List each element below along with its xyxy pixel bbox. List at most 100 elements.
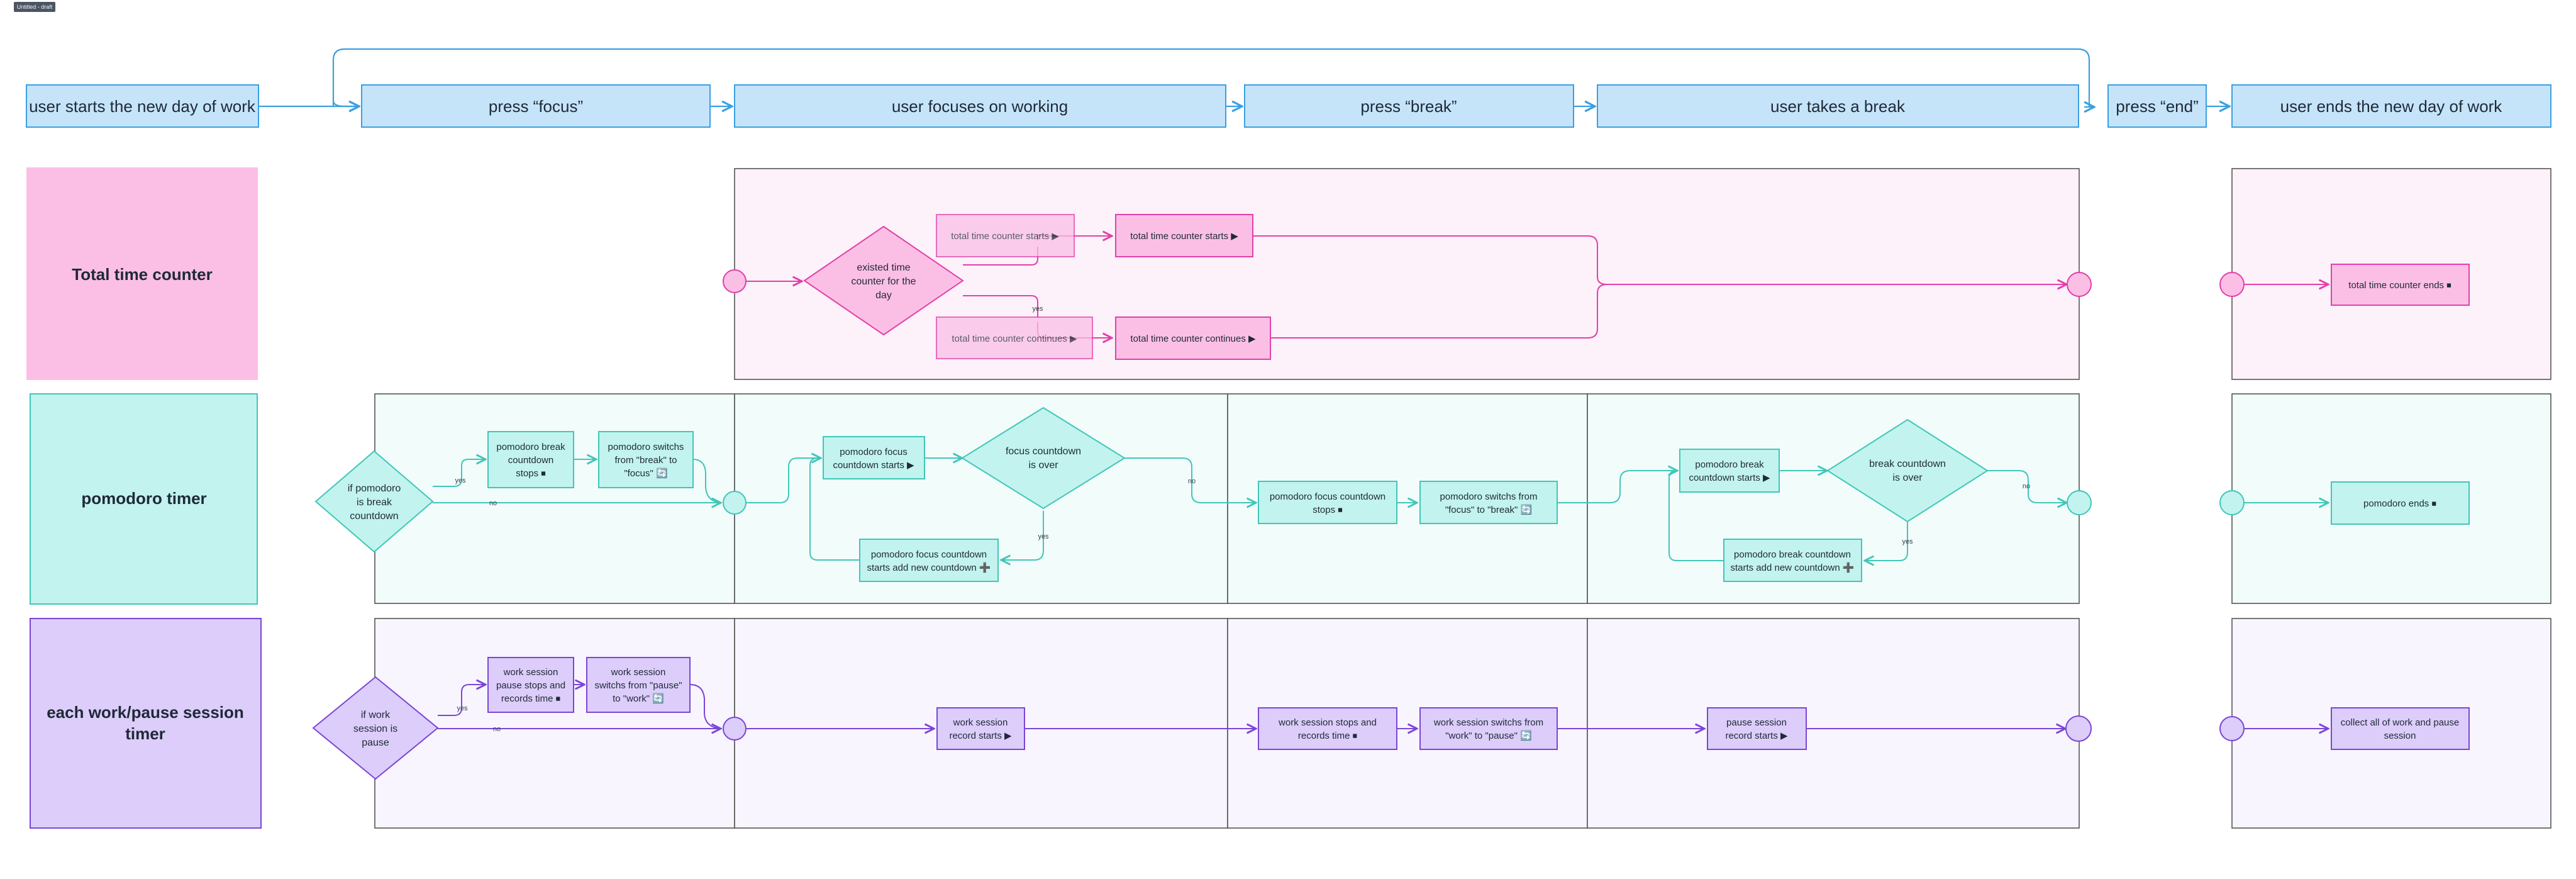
svg-text:existed time: existed time: [857, 262, 910, 273]
file-badge[interactable]: Untitled - draft: [14, 2, 55, 12]
branch-label-no: no: [493, 725, 501, 733]
svg-text:pomodoro focus countdown: pomodoro focus countdown: [871, 549, 987, 560]
svg-text:counter for the: counter for the: [851, 276, 916, 287]
svg-text:if pomodoro: if pomodoro: [348, 483, 401, 494]
decision-focus-countdown-over[interactable]: focus countdown is over: [961, 406, 1126, 510]
lane-title-box: [30, 393, 258, 605]
decision-break-countdown-over[interactable]: break countdown is over: [1826, 418, 1989, 523]
svg-text:switchs from "pause": switchs from "pause": [594, 680, 682, 691]
step-label: user focuses on working: [892, 97, 1068, 116]
branch-label-yes: yes: [1038, 533, 1049, 540]
lane-section: [1587, 618, 2080, 829]
step-focus-working[interactable]: user focuses on working: [734, 84, 1226, 128]
node-focus-countdown-stops[interactable]: pomodoro focus countdown stops ⏹: [1258, 481, 1397, 524]
svg-text:pause stops and: pause stops and: [496, 680, 565, 691]
lane-session-timer: each work/pause session timer yes no if …: [30, 618, 2551, 829]
branch-label-no: no: [1188, 478, 1196, 485]
branch-label-yes: yes: [1902, 538, 1913, 546]
node-counter-starts[interactable]: total time counter starts ▶: [1115, 214, 1253, 257]
svg-text:collect all of work and pause: collect all of work and pause: [2341, 717, 2459, 728]
lane-title-box: [26, 167, 258, 380]
node-work-stops-records[interactable]: work session stops and records time ⏹: [1258, 707, 1397, 750]
svg-text:session is: session is: [353, 724, 397, 734]
file-badge-label: Untitled - draft: [17, 4, 53, 10]
lane-title: each work/pause session: [47, 703, 244, 722]
svg-text:record starts ▶: record starts ▶: [1725, 731, 1788, 741]
step-take-break[interactable]: user takes a break: [1597, 84, 2079, 128]
step-label: user takes a break: [1770, 97, 1906, 116]
svg-text:total time counter continues ▶: total time counter continues ▶: [1130, 333, 1256, 344]
svg-text:day: day: [875, 290, 892, 301]
svg-text:session: session: [2384, 731, 2416, 741]
lane-section: [374, 393, 735, 604]
loop-start-arrow: [332, 101, 359, 106]
svg-text:work session switchs from: work session switchs from: [1433, 717, 1543, 728]
lane-pomodoro-timer: pomodoro timer yes no no yes no yes: [30, 393, 2551, 605]
lane-start-node: [2219, 716, 2245, 741]
lane-title: pomodoro timer: [81, 489, 206, 508]
node-switch-break-to-focus[interactable]: pomodoro switchs from "break" to "focus"…: [598, 431, 694, 488]
step-label: press “break”: [1360, 97, 1457, 116]
svg-text:pomodoro focus: pomodoro focus: [840, 447, 908, 457]
svg-text:pomodoro switchs: pomodoro switchs: [608, 442, 684, 452]
lane-end-node: [2067, 490, 2092, 515]
node-pause-stops-records[interactable]: work session pause stops and records tim…: [487, 657, 574, 713]
node-switch-focus-to-break[interactable]: pomodoro switchs from "focus" to "break"…: [1419, 481, 1558, 524]
node-switch-pause-to-work[interactable]: work session switchs from "pause" to "wo…: [586, 657, 691, 713]
svg-text:starts add new countdown ➕: starts add new countdown ➕: [1730, 562, 1854, 573]
branch-label-no: no: [2023, 483, 2030, 490]
svg-text:is break: is break: [357, 497, 392, 508]
svg-text:"focus" to "break" 🔄: "focus" to "break" 🔄: [1445, 504, 1532, 515]
step-label: user starts the new day of work: [29, 97, 256, 116]
decision-is-break-countdown[interactable]: if pomodoro is break countdown: [314, 450, 434, 553]
svg-text:work session: work session: [503, 667, 558, 678]
ghost-node-counter-starts: total time counter starts ▶: [936, 214, 1075, 257]
svg-text:total time counter starts ▶: total time counter starts ▶: [951, 231, 1059, 242]
step-press-end[interactable]: press “end”: [2107, 84, 2207, 128]
svg-text:total time counter continues ▶: total time counter continues ▶: [952, 333, 1077, 344]
svg-text:pause session: pause session: [1726, 717, 1787, 728]
node-pause-record-starts[interactable]: pause session record starts ▶: [1707, 707, 1807, 750]
lane-start-node: [723, 717, 747, 741]
svg-text:countdown starts ▶: countdown starts ▶: [833, 460, 914, 471]
branch-label-yes: yes: [455, 477, 466, 484]
node-collect-sessions[interactable]: collect all of work and pause session: [2331, 707, 2470, 750]
svg-text:focus countdown: focus countdown: [1006, 446, 1081, 457]
node-break-countdown-stops[interactable]: pomodoro break countdown stops ⏹: [487, 431, 574, 488]
svg-text:work session: work session: [611, 667, 666, 678]
svg-text:countdown: countdown: [508, 455, 554, 466]
svg-text:pomodoro break: pomodoro break: [496, 442, 565, 452]
node-break-countdown-starts[interactable]: pomodoro break countdown starts ▶: [1679, 449, 1780, 493]
lane-start-node: [723, 269, 747, 293]
svg-text:pomodoro ends ⏹: pomodoro ends ⏹: [2363, 498, 2436, 509]
step-end-day[interactable]: user ends the new day of work: [2231, 84, 2551, 128]
step-start-day[interactable]: user starts the new day of work: [26, 84, 259, 128]
step-label: press “focus”: [489, 97, 583, 116]
node-switch-work-to-pause[interactable]: work session switchs from "work" to "pau…: [1419, 707, 1558, 750]
node-break-add-countdown[interactable]: pomodoro break countdown starts add new …: [1723, 539, 1862, 582]
svg-text:record starts ▶: record starts ▶: [949, 731, 1012, 741]
svg-text:work session: work session: [953, 717, 1008, 728]
decision-existed-counter[interactable]: existed time counter for the day: [803, 225, 964, 336]
lane-title: timer: [125, 724, 165, 743]
step-label: user ends the new day of work: [2280, 97, 2503, 116]
node-counter-continues[interactable]: total time counter continues ▶: [1115, 316, 1271, 360]
decision-session-is-pause[interactable]: if work session is pause: [312, 676, 439, 780]
svg-text:stops ⏹: stops ⏹: [1313, 505, 1343, 515]
node-counter-ends[interactable]: total time counter ends ⏹: [2331, 264, 2470, 306]
svg-text:"focus" 🔄: "focus" 🔄: [624, 467, 667, 479]
node-work-record-starts[interactable]: work session record starts ▶: [936, 707, 1025, 750]
svg-text:countdown starts ▶: countdown starts ▶: [1689, 473, 1770, 483]
svg-text:break countdown: break countdown: [1869, 459, 1946, 469]
branch-label-yes: yes: [457, 705, 468, 712]
svg-text:from "break" to: from "break" to: [614, 455, 677, 466]
lane-start-node: [2219, 490, 2245, 515]
step-press-break[interactable]: press “break”: [1244, 84, 1574, 128]
node-focus-add-countdown[interactable]: pomodoro focus countdown starts add new …: [859, 539, 999, 582]
lane-title-box: [30, 618, 262, 829]
step-press-focus[interactable]: press “focus”: [361, 84, 711, 128]
branch-label-yes: yes: [1032, 305, 1043, 313]
node-pomodoro-ends[interactable]: pomodoro ends ⏹: [2331, 481, 2470, 525]
node-focus-countdown-starts[interactable]: pomodoro focus countdown starts ▶: [823, 436, 925, 479]
